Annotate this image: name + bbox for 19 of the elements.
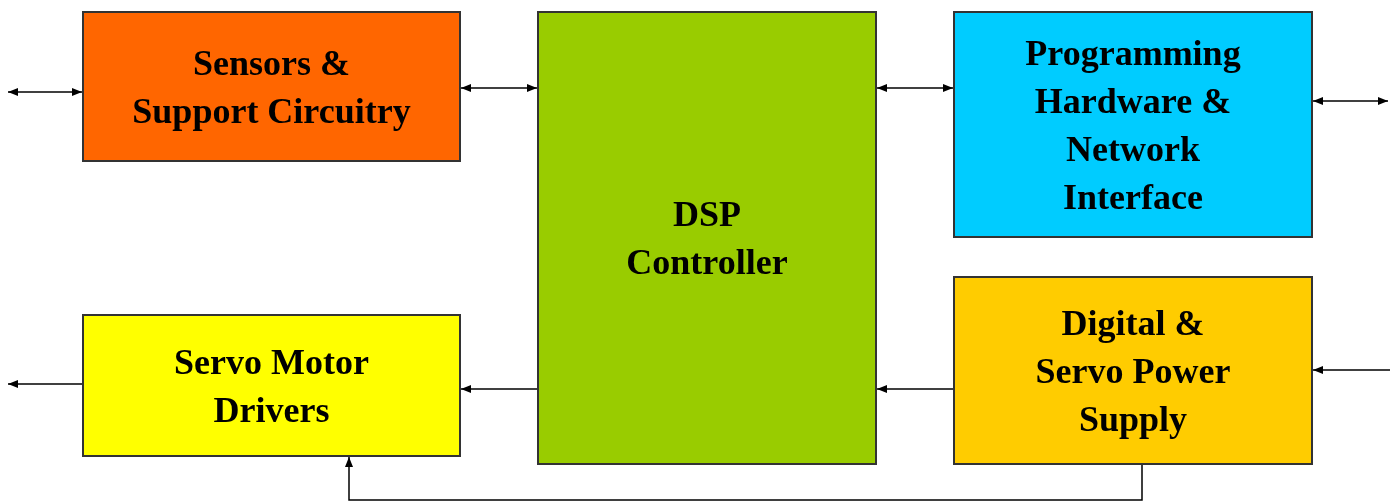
arrow: [7, 88, 83, 96]
arrow: [876, 84, 954, 92]
block-box: [953, 276, 1313, 465]
block-label: Servo Motor Drivers: [173, 340, 370, 432]
arrow: [1312, 97, 1389, 105]
arrow: [460, 84, 538, 92]
block-label: Sensors & Support Circuitry: [131, 41, 412, 133]
arrow: [1312, 366, 1391, 374]
block-label: DSP Controller: [625, 193, 789, 284]
block-box: [953, 11, 1313, 238]
arrow: [460, 385, 538, 393]
block-label: Digital & Servo Power Supply: [1034, 301, 1232, 441]
arrow: [7, 380, 83, 388]
block-box: [537, 11, 877, 465]
arrow: [876, 385, 954, 393]
block-box: [82, 11, 461, 162]
block-label: Programming Hardware & Network Interface: [1024, 31, 1242, 219]
block-box: [82, 314, 461, 457]
arrow: [345, 456, 1143, 501]
